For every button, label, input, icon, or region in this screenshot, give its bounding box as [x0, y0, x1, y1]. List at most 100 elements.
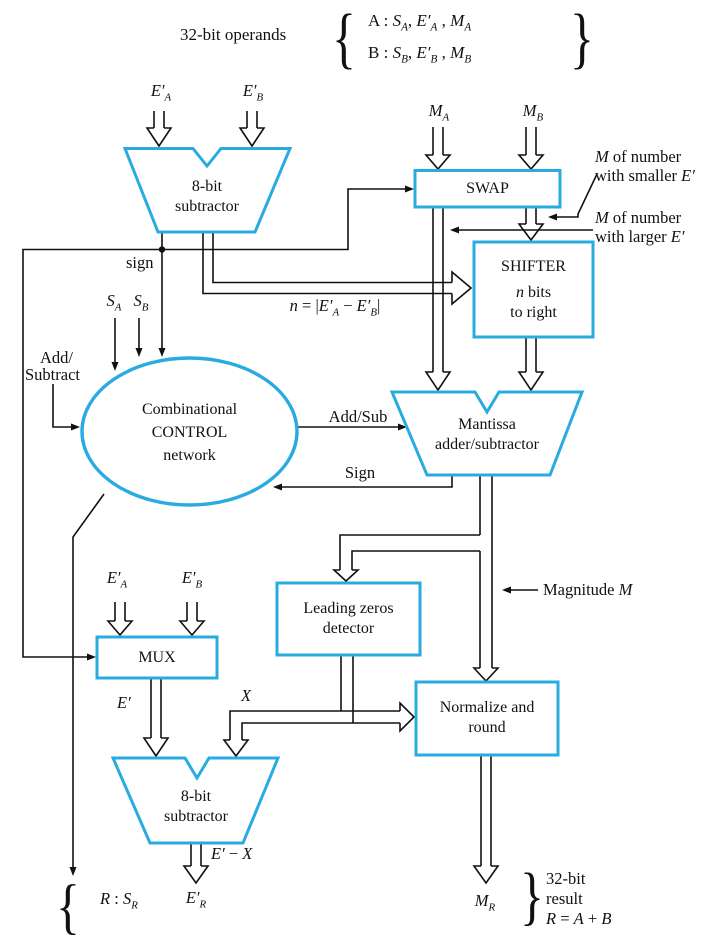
- leader-larger-note: [450, 226, 593, 234]
- bus-eb-input: [238, 111, 266, 148]
- add-subtract-label-line2: Subtract: [25, 365, 80, 384]
- n-formula-label: n = |E′A − E′B|: [289, 296, 381, 319]
- result-note-line2: result: [546, 889, 583, 908]
- subtractor-top-caption: 8-bit subtractor: [138, 167, 276, 227]
- mb-label: MB: [522, 101, 544, 124]
- brace-bottom-close: }: [520, 859, 544, 932]
- wire-sign-feedback: [273, 475, 453, 491]
- wire-sign-to-mux: [22, 248, 162, 658]
- caption-line: n bits: [515, 284, 552, 302]
- add-subtract-label-line1: Add/: [40, 348, 73, 367]
- caption-line: 8-bit: [180, 788, 212, 806]
- bus-eprime-to-subtractor: [142, 678, 170, 758]
- leader-smaller-note: [548, 173, 598, 221]
- smaller-exponent-note: M of number with smaller E′: [595, 147, 695, 186]
- bus-swap-to-mantissa: [424, 207, 452, 392]
- result-note-line3: R = A + B: [546, 909, 612, 928]
- block-swap: [413, 169, 562, 209]
- larger-note-line2: with larger E′: [595, 226, 685, 246]
- x-label: X: [240, 686, 252, 705]
- swap-caption: SWAP: [466, 179, 509, 197]
- caption-line: subtractor: [175, 198, 239, 215]
- sign-feedback-label: Sign: [344, 463, 376, 482]
- block-control-network: [80, 356, 299, 507]
- shifter-caption: SHIFTER n bits to right: [474, 248, 593, 331]
- normalize-caption: Normalize and round: [416, 688, 558, 748]
- mux-caption: MUX: [138, 648, 176, 666]
- brace-top-close: }: [570, 0, 594, 76]
- bus-x-output: [222, 655, 416, 758]
- brace-top-open: {: [332, 0, 356, 76]
- caption-line: network: [163, 447, 216, 464]
- caption-line: detector: [322, 620, 375, 637]
- wire-sign-to-swap: [162, 188, 406, 251]
- larger-exponent-note: M of number with larger E′: [595, 208, 685, 247]
- sa-label: SA: [106, 291, 122, 314]
- r-sr-output-label: R : SR: [100, 889, 138, 912]
- operands-title: 32-bit operands: [180, 25, 287, 44]
- caption-line: CONTROL: [151, 424, 228, 441]
- bus-mux-eb-input: [178, 602, 206, 637]
- caption-line: Mantissa: [458, 416, 516, 434]
- result-note: 32-bit result R = A + B: [546, 869, 611, 929]
- ea-top-label: E′A: [150, 81, 172, 104]
- smaller-note-line2: with smaller E′: [595, 165, 695, 185]
- leader-magnitude-note: [502, 586, 538, 594]
- caption-line: Combinational: [141, 401, 238, 418]
- caption-line: round: [468, 719, 506, 736]
- bus-er-output: [182, 843, 210, 885]
- caption-line: adder/subtractor: [435, 436, 539, 453]
- magnitude-note: Magnitude M: [543, 580, 633, 599]
- block-subtractor-bottom: [110, 756, 281, 845]
- addsub-wire-label: Add/Sub: [328, 407, 388, 426]
- bus-mantissa-to-lzd: [331, 534, 480, 583]
- block-subtractor-top: [122, 147, 293, 234]
- wire-sb: [135, 318, 143, 357]
- block-normalize: [414, 680, 560, 757]
- mux-eb-label: E′B: [181, 568, 203, 591]
- wire-addsub-to-mantissa: [296, 423, 407, 431]
- caption-line: Normalize and: [439, 699, 535, 717]
- block-mantissa-adder: [389, 390, 585, 477]
- eprime-minus-x-label: E′ − X: [211, 844, 253, 863]
- control-caption: Combinational CONTROL network: [82, 390, 297, 475]
- bus-mux-ea-input: [106, 602, 134, 637]
- larger-note-line1: M of number: [595, 208, 682, 227]
- mr-output-label: MR: [474, 891, 496, 914]
- bus-ea-input: [145, 111, 173, 148]
- sb-label: SB: [133, 291, 149, 314]
- result-note-line1: 32-bit: [546, 869, 586, 888]
- wire-add-subtract-input: [52, 384, 80, 431]
- caption-line: Leading zeros: [303, 600, 394, 618]
- bus-mr-output: [472, 755, 500, 885]
- bus-mantissa-to-normalize: [472, 475, 500, 683]
- bus-swap-to-shifter: [517, 207, 545, 242]
- subtractor-bottom-caption: 8-bit subtractor: [126, 776, 266, 838]
- ma-label: MA: [428, 101, 450, 124]
- block-leading-zeros: [275, 581, 422, 657]
- leading-zeros-caption: Leading zeros detector: [277, 590, 420, 648]
- mux-ea-label: E′A: [106, 568, 128, 591]
- block-shifter: [472, 240, 595, 339]
- eprime-label: E′: [117, 693, 131, 712]
- wire-sign-net: [22, 185, 414, 661]
- operand-a-label: A : SA, E′A , MA: [368, 11, 472, 34]
- arrowhead: [158, 348, 166, 357]
- arrowhead: [405, 185, 414, 193]
- bus-shifter-to-mantissa: [517, 337, 545, 392]
- caption-line: SHIFTER: [501, 257, 566, 275]
- brace-bottom-open: {: [56, 872, 80, 941]
- wire-result-sign: [69, 493, 105, 876]
- bus-exponent-difference: [202, 232, 473, 306]
- bus-mb-input: [517, 127, 545, 171]
- caption-line: subtractor: [164, 808, 228, 825]
- block-mux: [95, 635, 219, 680]
- bus-ma-input: [424, 127, 452, 171]
- er-output-label: E′R: [185, 888, 207, 911]
- operand-b-label: B : SB, E′B , MB: [368, 43, 472, 66]
- eb-top-label: E′B: [242, 81, 264, 104]
- arrowhead: [87, 653, 96, 661]
- caption-line: 8-bit: [191, 178, 223, 196]
